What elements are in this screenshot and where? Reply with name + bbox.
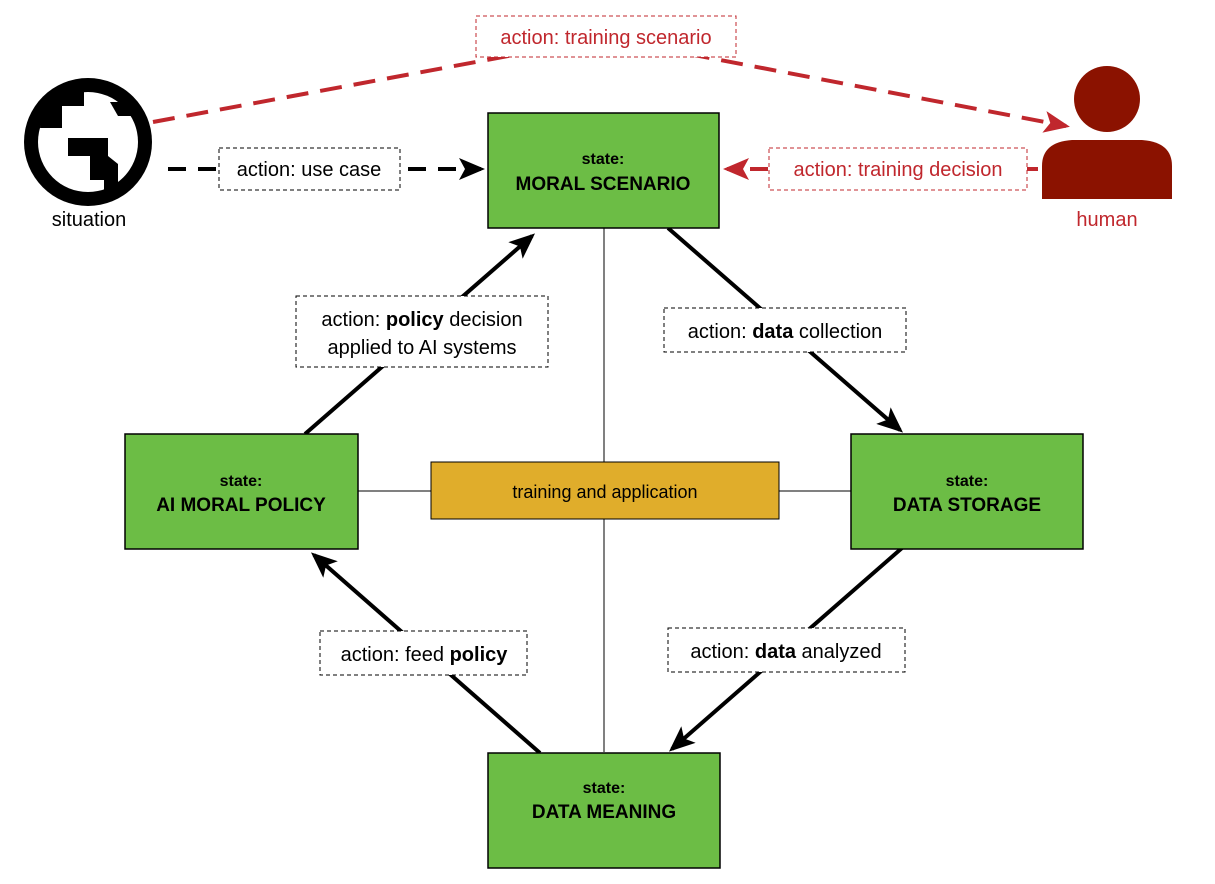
person-icon [1042,66,1172,199]
action-label: action: feed policy [341,644,509,666]
action-label: action: use case [237,159,382,181]
state-moral-scenario: state: MORAL SCENARIO [487,112,720,229]
state-prefix: state: [946,473,989,490]
action-label: action: data analyzed [690,641,881,663]
action-use-case: action: use case [218,147,401,191]
state-prefix: state: [583,780,626,797]
action-label-line1: action: policy decision [321,309,522,331]
action-policy-decision: action: policy decision applied to AI sy… [295,295,549,368]
state-data-storage: state: DATA STORAGE [850,433,1084,550]
state-name: AI MORAL POLICY [156,495,326,516]
action-label: action: training decision [793,159,1002,181]
state-name: DATA MEANING [532,802,676,823]
state-prefix: state: [582,151,625,168]
action-label-line2: applied to AI systems [328,337,517,359]
action-data-collection: action: data collection [663,307,907,353]
action-label: action: training scenario [500,27,711,49]
center-label: training and application [512,482,697,502]
action-feed-policy: action: feed policy [319,630,528,676]
action-training-scenario: action: training scenario [475,15,737,58]
action-training-decision: action: training decision [768,147,1028,191]
human-label: human [1076,209,1137,231]
action-data-analyzed: action: data analyzed [667,627,906,673]
state-data-meaning: state: DATA MEANING [487,752,721,869]
state-name: MORAL SCENARIO [516,174,691,195]
center-training-application: training and application [430,461,780,520]
globe-icon [24,78,152,206]
state-prefix: state: [220,473,263,490]
action-label: action: data collection [688,321,883,343]
situation-label: situation [52,209,127,231]
state-name: DATA STORAGE [893,495,1041,516]
state-ai-moral-policy: state: AI MORAL POLICY [124,433,359,550]
